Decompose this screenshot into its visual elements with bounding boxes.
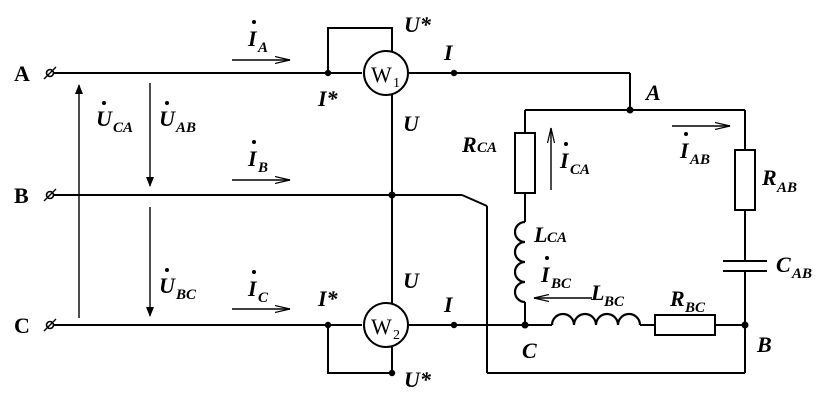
svg-text:R: R [461, 132, 477, 157]
terminal-a: A [14, 61, 57, 86]
wattmeter-w2-body [363, 302, 409, 348]
node-c-label: C [522, 338, 537, 363]
svg-text:I: I [247, 146, 258, 171]
wattmeter-w2-label: W [371, 314, 392, 339]
current-ib: I B [232, 140, 290, 180]
load-top-wire: A [525, 80, 745, 114]
node-b-label: B [756, 332, 772, 357]
terminal-c-label: C [14, 313, 30, 338]
voltage-uca: U CA [75, 84, 133, 318]
terminal-b: B [14, 183, 57, 208]
svg-text:I: I [679, 138, 690, 163]
svg-text:L: L [533, 222, 547, 247]
branch-bc: C B L BC R BC I BC [521, 256, 772, 363]
svg-text:AB: AB [776, 180, 797, 196]
node-a-label: A [644, 80, 661, 105]
line-a [54, 72, 631, 110]
terminal-b-label: B [14, 183, 29, 208]
wattmeter-w1-body [363, 50, 409, 96]
wattmeter-w1: W 1 U* I* I U [317, 12, 458, 199]
svg-text:AB: AB [689, 152, 710, 168]
svg-text:A: A [257, 40, 268, 56]
svg-text:BC: BC [684, 300, 706, 316]
w1-i-label: I [443, 40, 454, 65]
svg-text:CA: CA [113, 120, 133, 136]
svg-text:L: L [590, 280, 604, 305]
resistor-rbc [654, 314, 716, 336]
w2-i-label: I [443, 292, 454, 317]
terminal-c: C [14, 313, 57, 338]
line-b [54, 194, 746, 374]
resistor-rab [734, 149, 756, 211]
resistor-rca [514, 132, 536, 194]
current-ia: I A [232, 20, 290, 60]
inductor-lca [513, 220, 526, 304]
svg-text:U: U [159, 273, 176, 298]
branch-ab: R AB C AB I AB [672, 110, 812, 325]
svg-text:I: I [559, 148, 570, 173]
svg-text:R: R [761, 165, 777, 190]
svg-text:BC: BC [550, 276, 572, 292]
wattmeter-w1-label: W [371, 62, 392, 87]
svg-text:AB: AB [175, 120, 196, 136]
w2-i-star-label: I* [317, 286, 339, 311]
svg-text:R: R [669, 286, 685, 311]
svg-text:CA: CA [477, 140, 497, 156]
w2-u-star-label: U* [404, 367, 432, 392]
w1-u-label: U [403, 111, 420, 136]
svg-text:B: B [257, 160, 268, 176]
svg-text:U: U [96, 106, 113, 131]
svg-text:CA: CA [570, 162, 590, 178]
svg-text:I: I [247, 26, 258, 51]
svg-text:I: I [247, 276, 258, 301]
w1-u-star-label: U* [404, 12, 432, 37]
inductor-lbc [550, 312, 642, 326]
svg-text:C: C [258, 290, 269, 306]
branch-ca: R CA L CA I CA [461, 110, 590, 325]
svg-text:C: C [776, 252, 791, 277]
voltage-ubc: U BC [146, 207, 197, 317]
svg-text:BC: BC [175, 287, 197, 303]
svg-text:AB: AB [791, 266, 812, 282]
svg-text:I: I [540, 262, 551, 287]
svg-text:U: U [159, 106, 176, 131]
terminal-a-label: A [14, 61, 30, 86]
voltage-uab: U AB [146, 83, 196, 187]
wattmeter-w2-index: 2 [393, 328, 400, 343]
w2-u-label: U [403, 268, 420, 293]
wattmeter-w2: W 2 U I* I U* [317, 195, 458, 392]
current-ic: I C [232, 270, 290, 309]
svg-text:CA: CA [547, 230, 567, 246]
wattmeter-w1-index: 1 [393, 76, 400, 91]
w1-i-star-label: I* [317, 86, 339, 111]
svg-text:BC: BC [603, 294, 625, 310]
